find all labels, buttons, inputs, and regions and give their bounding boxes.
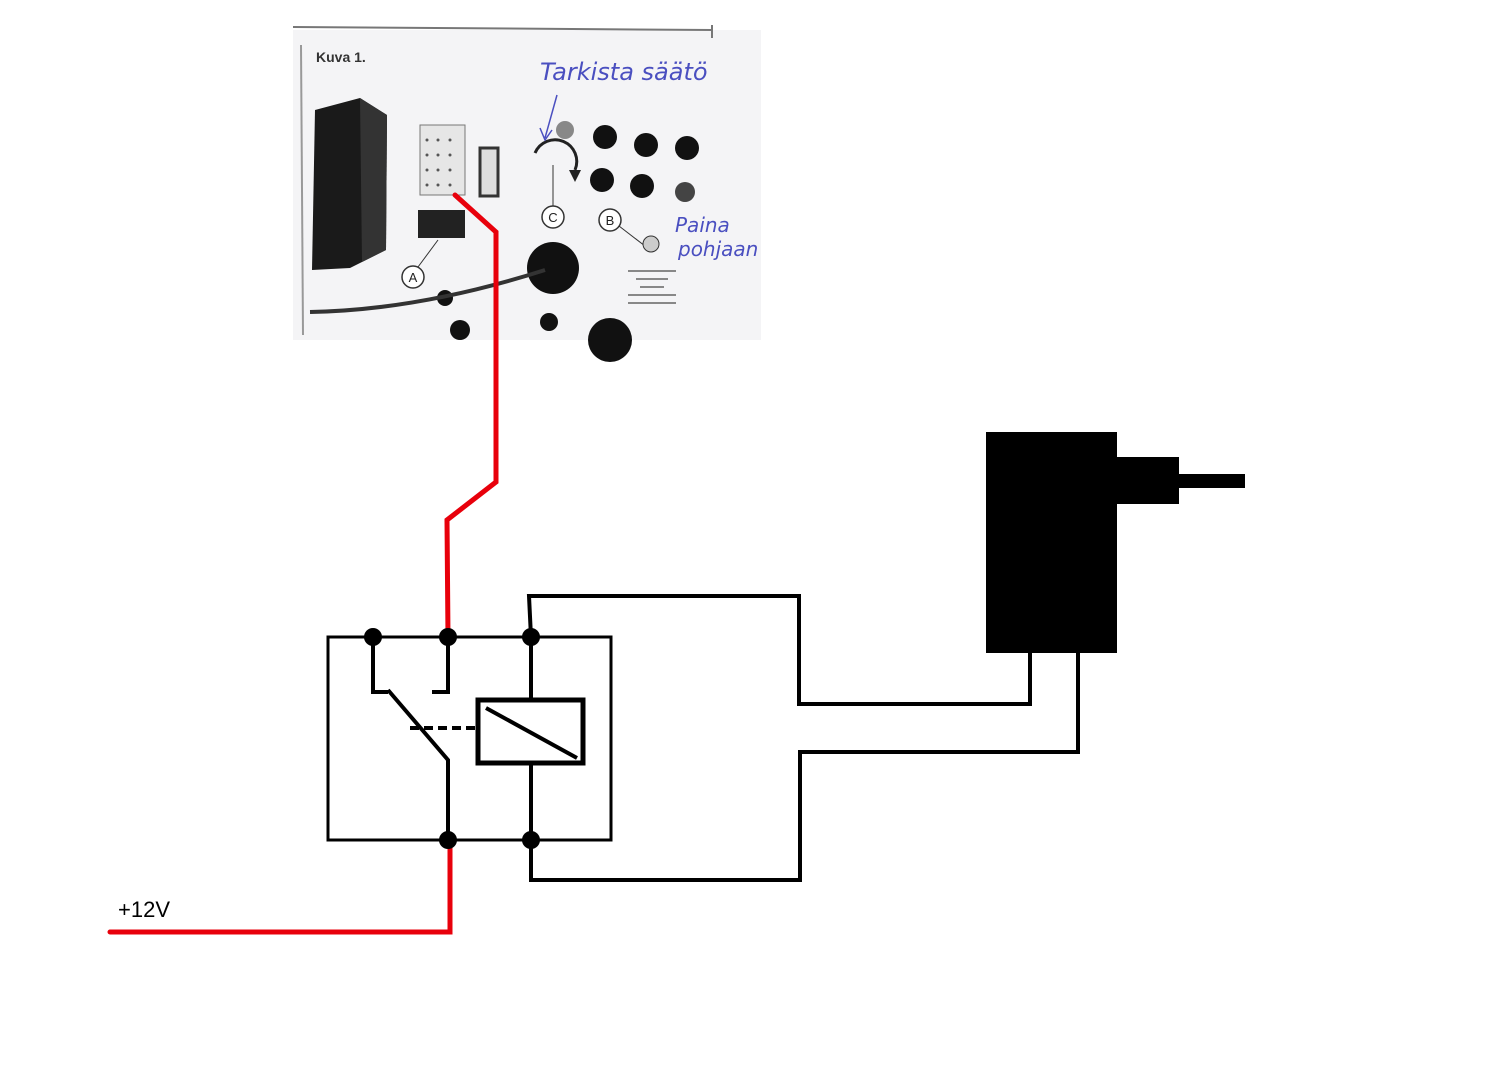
device-photo: Kuva 1. A (292, 25, 761, 362)
photo-knobs (437, 125, 699, 362)
callout-a: A (401, 239, 439, 289)
callout-c: C (541, 165, 565, 229)
callout-b: B (598, 208, 660, 253)
connector-photo (419, 124, 466, 196)
photo-caption: Kuva 1. (316, 49, 366, 65)
annotation-press-line2: pohjaan (677, 237, 758, 261)
svg-text:C: C (548, 210, 557, 225)
svg-text:B: B (606, 213, 615, 228)
annotation-check-adjustment: Tarkista säätö (540, 58, 708, 86)
annotation-press-line1: Paina (675, 213, 730, 237)
svg-text:A: A (409, 270, 418, 285)
coil-wires (526, 594, 1080, 882)
supply-voltage-label: +12V (118, 897, 170, 922)
junction-dots (364, 628, 540, 849)
relay-symbol (326, 635, 613, 842)
power-adapter (986, 432, 1245, 653)
supply-wires (107, 192, 499, 935)
